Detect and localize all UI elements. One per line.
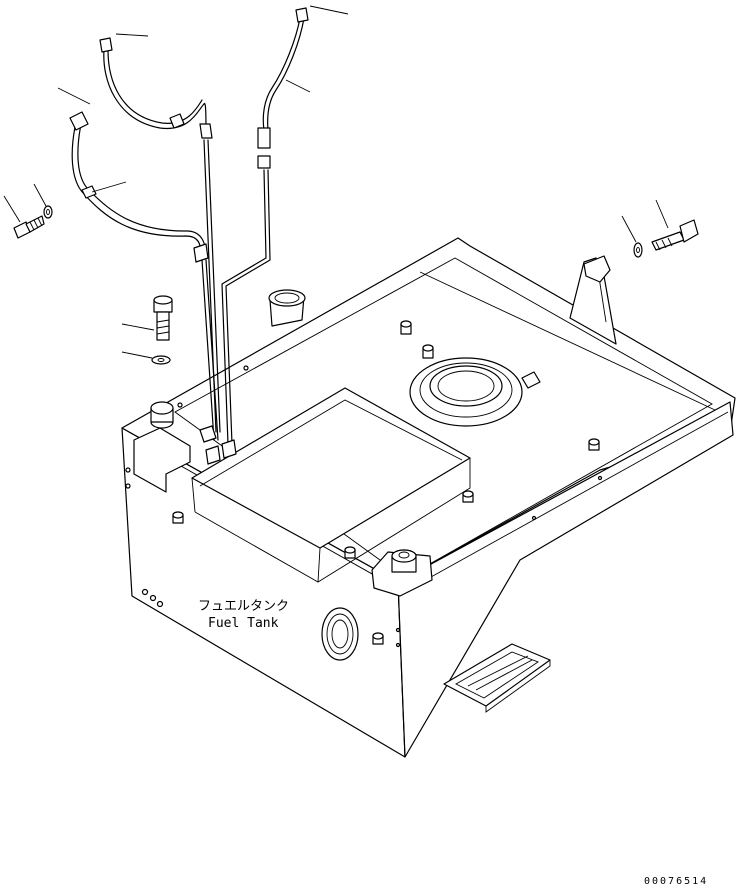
hose-right [262, 17, 301, 131]
fill-neck [268, 289, 306, 327]
hoses [69, 7, 309, 465]
bolt-left [13, 215, 45, 239]
washer-right [633, 242, 643, 258]
steel-line-1 [201, 259, 215, 441]
top-access-flange [409, 357, 523, 427]
drain-fitting [371, 549, 433, 597]
bolt-right [651, 219, 699, 251]
top-bosses [172, 320, 600, 645]
drawing-number: 00076514 [644, 876, 708, 887]
washer-vertical [151, 355, 171, 365]
steel-line-2 [203, 139, 217, 433]
hose-left [71, 121, 202, 257]
level-gauge-window [321, 607, 359, 661]
steel-line-3 [221, 169, 267, 445]
bolt-vertical [153, 295, 173, 341]
hose-clip-right [583, 255, 611, 283]
hardware [13, 205, 699, 365]
left-mount-bracket [133, 427, 191, 493]
step-handle [443, 643, 551, 713]
leader-lines [3, 5, 669, 359]
fuel-tank [121, 237, 736, 758]
tank-label-en: Fuel Tank [208, 616, 279, 631]
washer-left [43, 205, 53, 219]
tank-label-jp: フュエルタンク [198, 599, 289, 614]
